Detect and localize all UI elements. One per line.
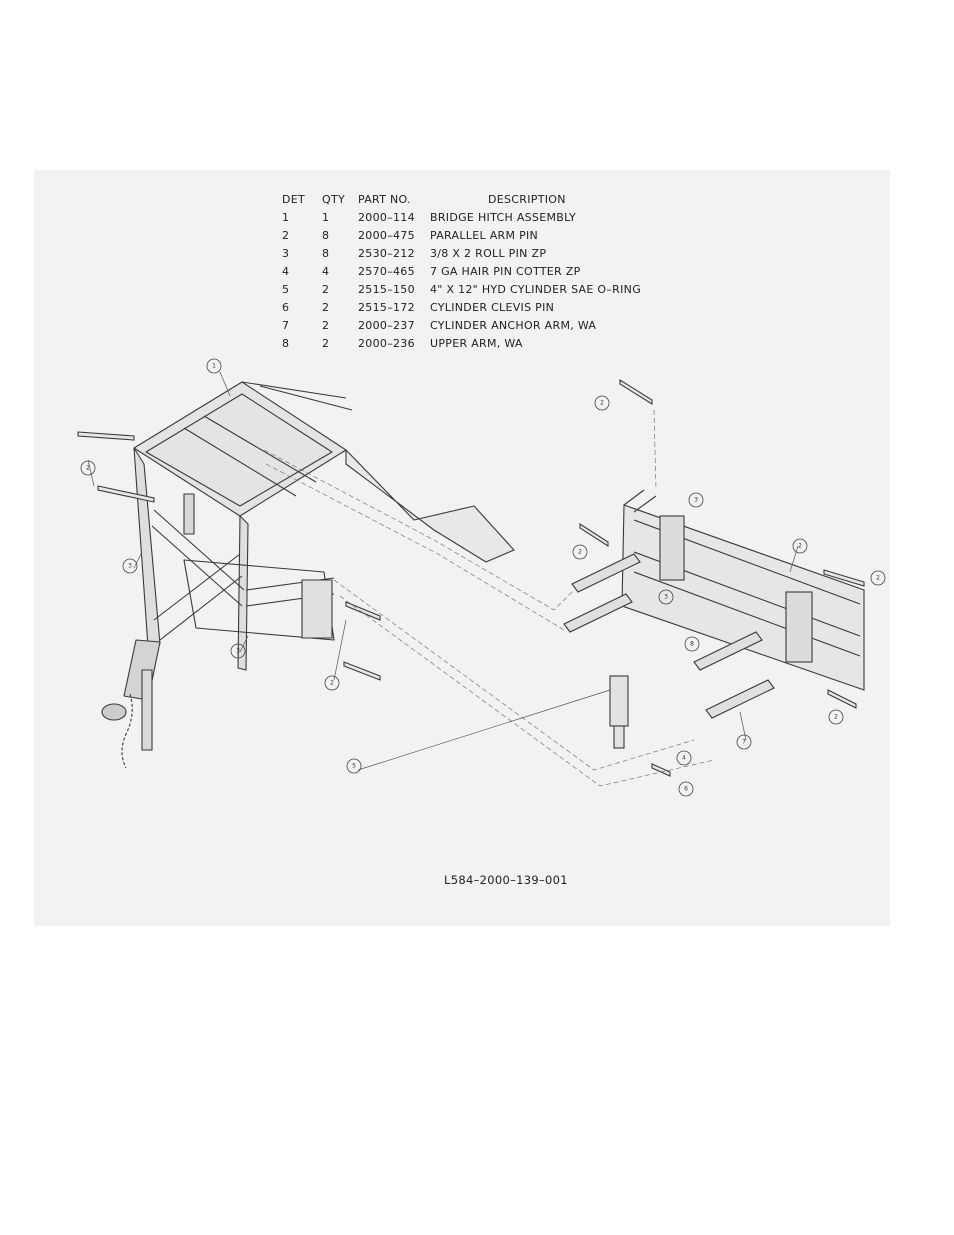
row-description: PARALLEL ARM PIN xyxy=(430,228,539,242)
callout-balloon: 2 xyxy=(594,395,610,411)
row-part-no: 2000–237 xyxy=(358,318,415,332)
row-qty: 2 xyxy=(322,300,330,314)
callout-label: 2 xyxy=(578,549,582,556)
row-part-no: 2515–150 xyxy=(358,282,415,296)
callout-balloon: 4 xyxy=(676,750,692,766)
callout-label: 3 xyxy=(236,648,240,655)
callout-balloon: 6 xyxy=(678,781,694,797)
callout-balloon: 7 xyxy=(736,734,752,750)
callout-balloon: 2 xyxy=(572,544,588,560)
table-row: 8 2 2000–236 UPPER ARM, WA xyxy=(276,334,641,352)
callout-label: 2 xyxy=(798,543,802,550)
row-det: 8 xyxy=(282,336,290,350)
header-part-no: PART NO. xyxy=(358,192,411,206)
row-description: BRIDGE HITCH ASSEMBLY xyxy=(430,210,577,224)
row-description: 7 GA HAIR PIN COTTER ZP xyxy=(430,264,581,278)
callout-balloon: 3 xyxy=(230,643,246,659)
callout-balloon: 8 xyxy=(684,636,700,652)
row-qty: 2 xyxy=(322,282,330,296)
callout-label: 2 xyxy=(834,714,838,721)
row-det: 3 xyxy=(282,246,290,260)
callout-balloon: 3 xyxy=(122,558,138,574)
hydraulic-cylinder xyxy=(609,675,629,749)
row-part-no: 2530–212 xyxy=(358,246,415,260)
callout-label: 2 xyxy=(876,575,880,582)
row-qty: 8 xyxy=(322,246,330,260)
leader-lines xyxy=(87,371,799,771)
parallel-arm-assembly xyxy=(621,489,865,691)
row-det: 4 xyxy=(282,264,290,278)
callout-label: 3 xyxy=(694,497,698,504)
row-qty: 2 xyxy=(322,318,330,332)
row-part-no: 2515–172 xyxy=(358,300,415,314)
arms xyxy=(563,553,775,719)
row-det: 2 xyxy=(282,228,290,242)
callout-balloon: 3 xyxy=(658,589,674,605)
callout-label: 2 xyxy=(600,400,604,407)
table-row: 2 8 2000–475 PARALLEL ARM PIN xyxy=(276,226,641,244)
parts-list-table: DET QTY PART NO. DESCRIPTION 1 1 2000–11… xyxy=(276,190,641,352)
callout-balloon: 2 xyxy=(870,570,886,586)
row-qty: 2 xyxy=(322,336,330,350)
callout-label: 6 xyxy=(684,786,688,793)
row-description: CYLINDER CLEVIS PIN xyxy=(430,300,555,314)
callout-label: 3 xyxy=(128,563,132,570)
row-description: 3/8 X 2 ROLL PIN ZP xyxy=(430,246,547,260)
header-qty: QTY xyxy=(322,192,345,206)
row-part-no: 2000–236 xyxy=(358,336,415,350)
callout-label: 4 xyxy=(682,755,686,762)
row-det: 1 xyxy=(282,210,290,224)
callout-label: 3 xyxy=(664,594,668,601)
callout-balloon: 2 xyxy=(792,538,808,554)
callout-balloon: 1 xyxy=(206,358,222,374)
row-qty: 8 xyxy=(322,228,330,242)
row-qty: 1 xyxy=(322,210,330,224)
callout-balloon: 5 xyxy=(346,758,362,774)
callout-label: 7 xyxy=(742,739,746,746)
row-qty: 4 xyxy=(322,264,330,278)
row-det: 5 xyxy=(282,282,290,296)
row-det: 6 xyxy=(282,300,290,314)
drawing-number: L584–2000–139–001 xyxy=(444,873,568,887)
row-det: 7 xyxy=(282,318,290,332)
bridge-hitch-assembly xyxy=(101,381,515,769)
callout-label: 5 xyxy=(352,763,356,770)
row-description: CYLINDER ANCHOR ARM, WA xyxy=(430,318,597,332)
callout-balloon: 2 xyxy=(80,460,96,476)
table-row: 7 2 2000–237 CYLINDER ANCHOR ARM, WA xyxy=(276,316,641,334)
exploded-assembly-drawing: 1 2 3 3 2 2 3 2 3 2 2 2 8 5 7 4 6 xyxy=(77,358,886,797)
callout-label: 2 xyxy=(86,465,90,472)
row-part-no: 2000–475 xyxy=(358,228,415,242)
row-description: 4" X 12" HYD CYLINDER SAE O–RING xyxy=(430,282,642,296)
table-row: 6 2 2515–172 CYLINDER CLEVIS PIN xyxy=(276,298,641,316)
row-description: UPPER ARM, WA xyxy=(430,336,523,350)
callout-label: 2 xyxy=(330,680,334,687)
row-part-no: 2000–114 xyxy=(358,210,415,224)
assembly-lines xyxy=(263,409,715,787)
parts-table-header: DET QTY PART NO. DESCRIPTION xyxy=(276,190,641,208)
callout-label: 8 xyxy=(690,641,694,648)
header-det: DET xyxy=(282,192,306,206)
row-part-no: 2570–465 xyxy=(358,264,415,278)
callout-balloon: 2 xyxy=(828,709,844,725)
callout-label: 1 xyxy=(212,363,216,370)
callout-balloon: 2 xyxy=(324,675,340,691)
header-description: DESCRIPTION xyxy=(488,192,566,206)
table-row: 5 2 2515–150 4" X 12" HYD CYLINDER SAE O… xyxy=(276,280,641,298)
callout-balloons: 1 2 3 3 2 2 3 2 3 2 2 2 8 5 7 4 6 xyxy=(80,358,886,797)
callout-balloon: 3 xyxy=(688,492,704,508)
table-row: 4 4 2570–465 7 GA HAIR PIN COTTER ZP xyxy=(276,262,641,280)
table-row: 1 1 2000–114 BRIDGE HITCH ASSEMBLY xyxy=(276,208,641,226)
table-row: 3 8 2530–212 3/8 X 2 ROLL PIN ZP xyxy=(276,244,641,262)
